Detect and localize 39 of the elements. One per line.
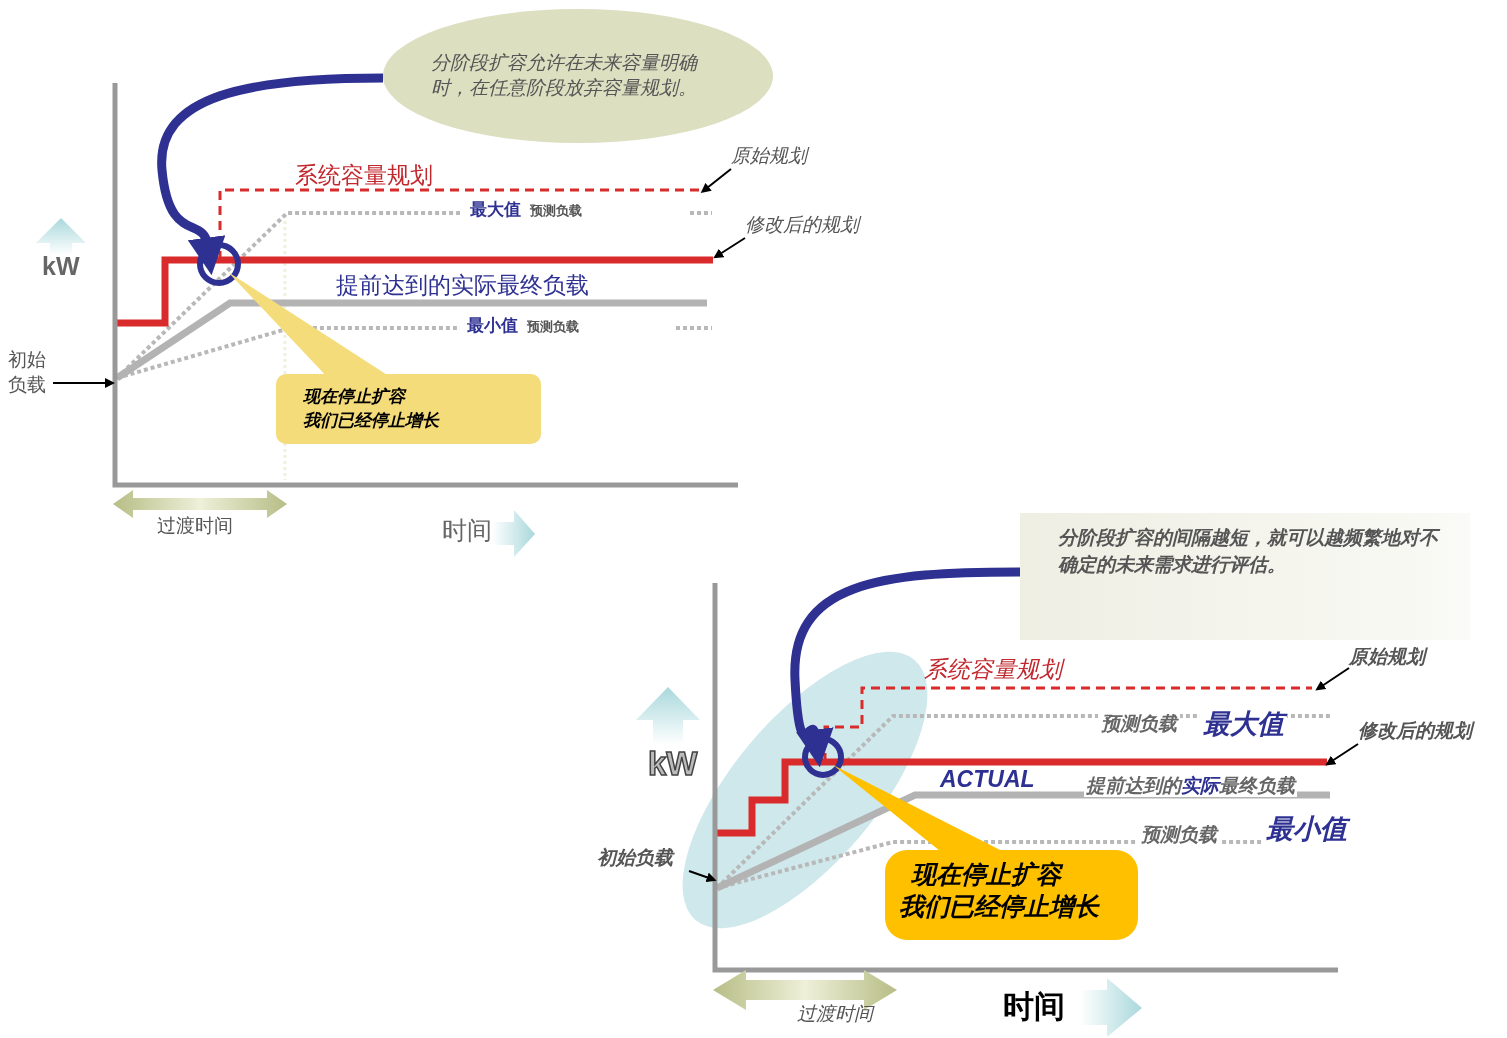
line-label: 最小值 [1263, 815, 1350, 845]
annotation-label: 修改后的规划 [1358, 718, 1490, 744]
line-label: 最大值 [1200, 710, 1287, 740]
line-label: 提前达到的实际最终负载 [1084, 776, 1297, 797]
leader-line [1315, 667, 1350, 691]
axis-label: 时间 [442, 517, 492, 545]
annotation-label: 修改后的规划 [745, 212, 875, 238]
annotation-label: 原始规划 [1349, 644, 1441, 668]
line-label: 预测负载 [530, 204, 582, 219]
highlight-circle [802, 736, 844, 778]
curved-arrow [157, 73, 384, 275]
leader-line [1325, 743, 1359, 766]
callout-text: 我们已经停止增长 [899, 893, 1099, 921]
leader-line [52, 378, 115, 388]
callout-text: 我们已经停止增长 [303, 412, 439, 431]
axis-label: kW [42, 253, 80, 281]
line-label: 预测负载 [1098, 714, 1180, 735]
axis-label: 过渡时间 [157, 516, 233, 537]
line-label: 最小值 [467, 317, 518, 336]
axis-label: kW [648, 746, 698, 783]
curved-arrow [790, 567, 1021, 767]
note-text: 分阶段扩容的间隔越短，就可以越频繁地对不确定的未来需求进行评估。 [1058, 525, 1440, 579]
leader-line [688, 870, 717, 883]
note-box [1020, 513, 1470, 640]
callout-text: 现在停止扩容 [303, 388, 405, 407]
line-label: ACTUAL [940, 767, 1035, 793]
axis-label: 时间 [1003, 990, 1065, 1025]
line-label: 最大值 [470, 201, 521, 220]
line-label: 提前达到的实际最终负载 [336, 273, 589, 299]
line-label: 预测负载 [1138, 825, 1220, 846]
annotation-label: 原始规划 [731, 143, 821, 169]
leader-line [700, 168, 732, 193]
chart-title: 系统容量规划 [295, 163, 433, 189]
leader-line [713, 237, 746, 259]
annotation-label: 初始负载 [597, 845, 689, 871]
note-text: 分阶段扩容允许在未来容量明确时，在任意阶段放弃容量规划。 [431, 51, 699, 100]
axis-label: 过渡时间 [797, 1004, 873, 1025]
annotation-label: 初始负载 [8, 348, 53, 400]
line-label: 预测负载 [527, 320, 579, 335]
